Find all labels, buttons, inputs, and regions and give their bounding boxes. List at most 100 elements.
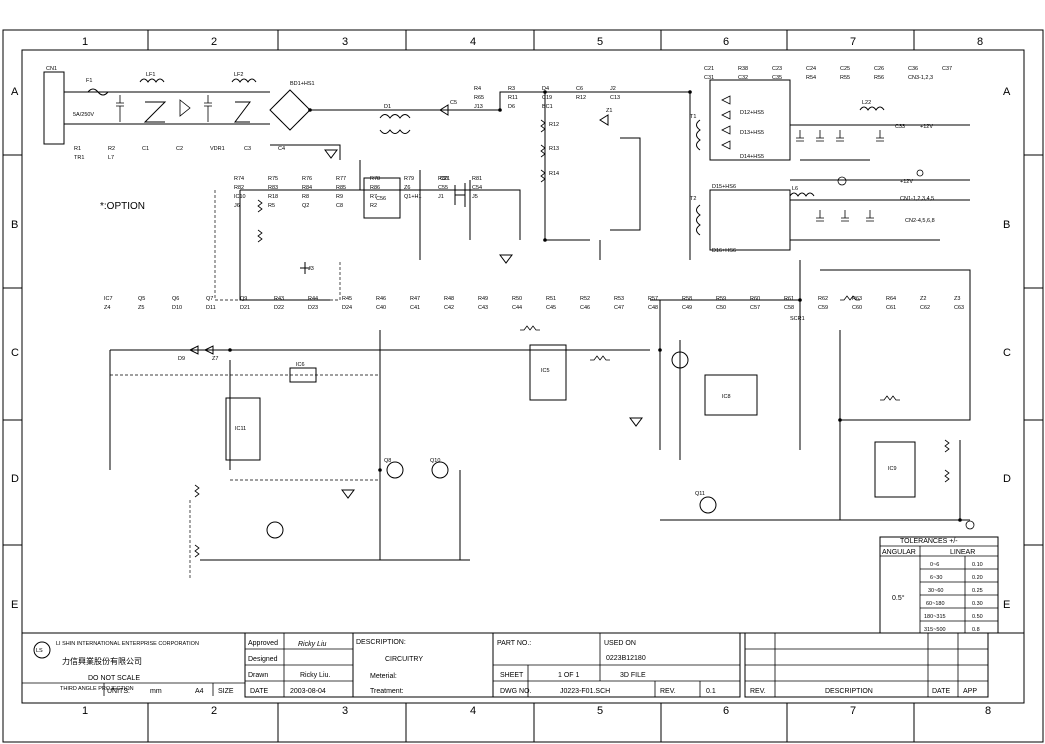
rev-label: REV.: [660, 688, 676, 695]
title-block: LS LI SHIN INTERNATIONAL ENTERPRISE CORP…: [21, 632, 1025, 704]
label-ic9: IC9: [888, 466, 897, 472]
designator-input-8: C1: [142, 146, 149, 152]
designator-feedback-21: R50: [512, 296, 522, 302]
designator-feedback-30: R62: [818, 296, 828, 302]
designator-primary_control-23: Q1+H1: [404, 194, 422, 200]
designator-feedback-34: Z3: [954, 296, 960, 302]
designator-primary_control-9: R83: [268, 185, 278, 191]
label-q1: C21: [440, 176, 450, 182]
date-value: 2003-08-04: [290, 688, 326, 695]
drawn-label: Drawn: [248, 672, 268, 679]
description-label: DESCRIPTION:: [356, 639, 406, 646]
designator-feedback-36: Z5: [138, 305, 144, 311]
designator-primary_control-18: R18: [268, 194, 278, 200]
designator-feedback-52: C47: [614, 305, 624, 311]
grid-col-6: 6: [723, 36, 729, 48]
designator-input-7: R2: [108, 146, 115, 152]
grid-row-B: B: [11, 219, 18, 231]
designator-feedback-6: Q5: [138, 296, 145, 302]
label-scr1: SCR1: [790, 316, 805, 322]
designator-primary_control-24: J1: [438, 194, 444, 200]
designator-input-6: R1: [74, 146, 81, 152]
designator-primary_control-30: C8: [336, 203, 343, 209]
designator-primary_control-21: R9: [336, 194, 343, 200]
tol-value-3: 0.30: [972, 601, 983, 607]
label-r12: R12: [549, 122, 559, 128]
designator-feedback-19: R48: [444, 296, 454, 302]
label-lf1: LF1: [146, 72, 155, 78]
designator-primary_control-6: R80: [438, 176, 448, 182]
company-name-en: LI SHIN INTERNATIONAL ENTERPRISE CORPORA…: [56, 641, 199, 647]
designator-primary_control-4: R78: [370, 176, 380, 182]
designator-feedback-25: R57: [648, 296, 658, 302]
designator-primary_control-7: R81: [472, 176, 482, 182]
grid-columns-top: 1 2 3 4 5 6 7 8: [82, 36, 983, 48]
label-out1-pins: +12V: [920, 124, 933, 130]
label-q8: Q8: [384, 458, 391, 464]
label-lf2: LF2: [234, 72, 243, 78]
tol-value-1: 0.20: [972, 575, 983, 581]
designator-feedback-62: C63: [954, 305, 964, 311]
designator-feedback-51: C46: [580, 305, 590, 311]
designator-mid-8: J2: [610, 86, 616, 92]
ic9: [874, 441, 916, 498]
company-name-zh: 力信興業股份有限公司: [62, 656, 142, 666]
grid-col-2: 2: [211, 36, 217, 48]
grid-row-C-right: C: [1003, 347, 1011, 359]
label-out1-voltage: C33: [895, 124, 905, 130]
designator-primary_control-0: R74: [234, 176, 244, 182]
label-cn1: CN1: [46, 66, 57, 72]
grid-columns-bottom: 1 2 3 4 5 6 7 8: [82, 705, 991, 717]
designator-feedback-28: R60: [750, 296, 760, 302]
designator-input-13: TR1: [74, 155, 84, 161]
grid-col-7: 7: [850, 36, 856, 48]
grid-col-3: 3: [342, 36, 348, 48]
label-d12: D12+HS5: [740, 110, 764, 116]
approved-signature: Ricky Liu: [298, 641, 327, 648]
designator-mid-9: R65: [474, 95, 484, 101]
designator-feedback-24: R53: [614, 296, 624, 302]
designator-primary_control-29: Q2: [302, 203, 309, 209]
designator-feedback-2: IC7: [104, 296, 113, 302]
designator-mid-13: C13: [610, 95, 620, 101]
grid-row-B-right: B: [1003, 219, 1010, 231]
grid-row-C: C: [11, 347, 19, 359]
designator-primary_control-26: J5: [472, 194, 478, 200]
dwg-label: DWG NO.: [500, 688, 532, 695]
designator-mid-10: R11: [508, 95, 518, 101]
size-value: A4: [195, 688, 204, 695]
designator-feedback-57: C58: [784, 305, 794, 311]
designator-feedback-33: Z2: [920, 296, 926, 302]
designator-feedback-10: Q9: [240, 296, 247, 302]
designator-feedback-40: D11: [206, 305, 216, 311]
designator-feedback-45: C40: [376, 305, 386, 311]
designator-primary_control-5: R79: [404, 176, 414, 182]
designator-output-18: C32: [738, 75, 748, 81]
designator-feedback-53: C48: [648, 305, 658, 311]
date-label: DATE: [250, 688, 268, 695]
designator-feedback-15: R44: [308, 296, 318, 302]
grid-col-1-bottom: 1: [82, 705, 88, 717]
designator-feedback-32: R64: [886, 296, 896, 302]
grid-col-8-bottom: 8: [985, 705, 991, 717]
designator-feedback-47: C42: [444, 305, 454, 311]
tolerances-linear-header: LINEAR: [950, 549, 975, 556]
units-label: UNITS:: [107, 688, 130, 695]
grid-row-E: E: [11, 599, 18, 611]
tol-range-0: 0~6: [930, 562, 939, 568]
designator-output-28: CN3-1,2,3: [908, 75, 933, 81]
tolerances-angular-header: ANGULAR: [882, 549, 916, 556]
label-l6: L6: [792, 186, 798, 192]
tol-value-0: 0.10: [972, 562, 983, 568]
third-angle-projection: THIRD ANGLE PROJECTION: [60, 686, 134, 692]
designator-mid-11: C19: [542, 95, 552, 101]
circuit-wiring: CN1 F1 5A/250V LF1 LF2 BD1+HS1 D1 C5 C: [43, 66, 975, 580]
designator-output-22: R56: [874, 75, 884, 81]
label-q2: J3: [308, 266, 314, 272]
designator-output-9: C23: [772, 66, 782, 72]
designator-primary_control-11: R85: [336, 185, 346, 191]
designator-feedback-61: C62: [920, 305, 930, 311]
grid-row-D: D: [11, 473, 19, 485]
designator-feedback-39: D10: [172, 305, 182, 311]
